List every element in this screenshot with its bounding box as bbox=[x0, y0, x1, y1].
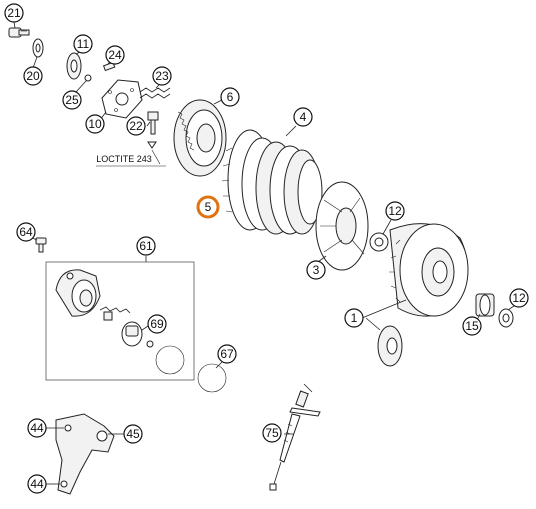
washer-part-12-left bbox=[369, 219, 392, 252]
svg-text:64: 64 bbox=[19, 225, 33, 239]
callout-64[interactable]: 64 bbox=[16, 222, 36, 242]
svg-text:15: 15 bbox=[465, 319, 479, 333]
svg-text:45: 45 bbox=[126, 427, 140, 441]
callout-4[interactable]: 4 bbox=[293, 107, 313, 127]
washer-part-20 bbox=[32, 38, 44, 69]
pin-part-25 bbox=[75, 74, 92, 93]
o-ring-part-67 bbox=[197, 361, 227, 393]
callout-12-right[interactable]: 12 bbox=[509, 288, 529, 308]
svg-text:3: 3 bbox=[313, 263, 320, 277]
callout-75[interactable]: 75 bbox=[262, 423, 282, 443]
svg-text:44: 44 bbox=[30, 477, 44, 491]
svg-text:12: 12 bbox=[388, 204, 402, 218]
svg-text:67: 67 bbox=[220, 347, 234, 361]
svg-text:75: 75 bbox=[265, 426, 279, 440]
callout-44-bottom[interactable]: 44 bbox=[27, 474, 47, 494]
svg-text:61: 61 bbox=[139, 239, 153, 253]
callout-5-highlighted[interactable]: 5 bbox=[196, 195, 220, 219]
callout-1[interactable]: 1 bbox=[344, 308, 364, 328]
screw-part-64 bbox=[29, 236, 47, 253]
svg-text:1: 1 bbox=[351, 311, 358, 325]
pressure-plate-part-10 bbox=[99, 79, 143, 121]
screw-part-21 bbox=[8, 21, 30, 38]
svg-text:69: 69 bbox=[150, 317, 164, 331]
primary-gear-part-1 bbox=[361, 299, 407, 367]
loctite-label: LOCTITE 243 bbox=[96, 154, 152, 164]
outer-basket-part-1 bbox=[389, 223, 469, 317]
pressure-plate-part-3 bbox=[315, 181, 369, 271]
bolt-part-22 bbox=[146, 111, 159, 149]
bearing-part-11 bbox=[66, 51, 82, 80]
bushing-part-15 bbox=[475, 293, 495, 323]
callout-21[interactable]: 21 bbox=[4, 3, 24, 23]
slave-cylinder-group-61 bbox=[45, 256, 195, 381]
svg-text:20: 20 bbox=[26, 69, 40, 83]
callout-15[interactable]: 15 bbox=[462, 316, 482, 336]
callout-20[interactable]: 20 bbox=[23, 66, 43, 86]
svg-text:12: 12 bbox=[512, 291, 526, 305]
cover-part-45 bbox=[46, 413, 124, 495]
svg-text:23: 23 bbox=[155, 69, 169, 83]
svg-text:4: 4 bbox=[300, 110, 307, 124]
svg-text:10: 10 bbox=[88, 117, 102, 131]
svg-text:44: 44 bbox=[30, 421, 44, 435]
callout-44-top[interactable]: 44 bbox=[27, 418, 47, 438]
callout-6[interactable]: 6 bbox=[220, 87, 240, 107]
washer-part-12-right bbox=[498, 305, 515, 328]
callout-22[interactable]: 22 bbox=[126, 116, 146, 136]
svg-text:24: 24 bbox=[108, 48, 122, 62]
callout-61[interactable]: 61 bbox=[136, 236, 156, 256]
callout-67[interactable]: 67 bbox=[217, 344, 237, 364]
callout-11[interactable]: 11 bbox=[73, 34, 93, 54]
svg-text:6: 6 bbox=[227, 90, 234, 104]
loctite-note: LOCTITE 243 bbox=[96, 149, 166, 167]
callout-25[interactable]: 25 bbox=[62, 90, 82, 110]
bleed-syringe-part-75 bbox=[269, 383, 321, 491]
callout-45[interactable]: 45 bbox=[123, 424, 143, 444]
callout-24[interactable]: 24 bbox=[105, 45, 125, 65]
svg-text:5: 5 bbox=[205, 200, 212, 214]
callout-10[interactable]: 10 bbox=[85, 114, 105, 134]
svg-text:25: 25 bbox=[65, 93, 79, 107]
spring-part-23 bbox=[139, 83, 171, 99]
callout-23[interactable]: 23 bbox=[152, 66, 172, 86]
svg-text:11: 11 bbox=[77, 37, 90, 51]
svg-text:22: 22 bbox=[129, 119, 143, 133]
callout-69[interactable]: 69 bbox=[147, 314, 167, 334]
svg-text:21: 21 bbox=[7, 6, 21, 20]
clutch-plates-part-4 bbox=[221, 125, 323, 235]
inner-hub-part-6 bbox=[173, 97, 227, 177]
callout-12-left[interactable]: 12 bbox=[385, 201, 405, 221]
callout-3[interactable]: 3 bbox=[306, 260, 326, 280]
